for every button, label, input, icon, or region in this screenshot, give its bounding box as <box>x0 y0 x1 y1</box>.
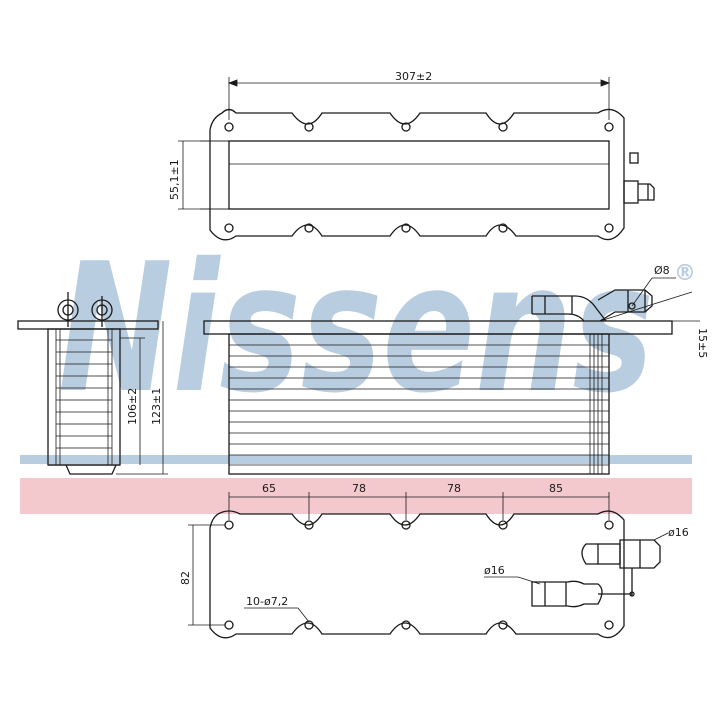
watermark-band <box>20 478 692 514</box>
hole-spacing-label: 85 <box>549 482 563 495</box>
bottom-view-holes <box>224 520 614 630</box>
hole-spacing-label: 78 <box>447 482 461 495</box>
side-view: 106±2 123±1 <box>17 292 168 475</box>
side-view-fins <box>55 329 113 465</box>
top-height-label: 55,1±1 <box>168 159 181 200</box>
watermark-stripe <box>20 455 692 464</box>
hole-spacing-label: 78 <box>352 482 366 495</box>
bottom-height-label: 82 <box>179 571 192 585</box>
pipe-leaders <box>484 532 669 585</box>
top-view-core <box>228 140 610 210</box>
top-height-dimension <box>178 140 229 210</box>
hole-spacing-label: 65 <box>262 482 276 495</box>
pipe-diameter-left-label: ø16 <box>484 564 505 577</box>
connector-diameter-label: Ø8 <box>654 264 670 277</box>
connector-diameter-leader <box>599 277 700 322</box>
overall-length-label: 307±2 <box>395 70 432 83</box>
watermark-registered-mark: ® <box>674 261 696 286</box>
front-view-tubes <box>229 344 609 466</box>
overall-length-dimension <box>227 77 611 120</box>
holes-label: 10-ø7,2 <box>246 595 288 608</box>
side-height-dimensions <box>116 321 168 475</box>
top-view-outline <box>209 108 625 241</box>
pipe-diameter-right-label: ø16 <box>668 526 689 539</box>
side-view-connectors <box>57 292 113 327</box>
side-view-base-lip <box>65 464 117 475</box>
top-view-connector <box>623 152 655 204</box>
side-total-height-label: 123±1 <box>150 388 163 425</box>
hole-spacing-dimension <box>228 492 610 520</box>
side-core-height-label: 106±2 <box>126 388 139 425</box>
bottom-view-pipes <box>531 539 661 608</box>
front-view-fin-ends <box>589 334 603 474</box>
holes-leader <box>244 607 310 623</box>
bottom-view-outline <box>209 510 625 639</box>
watermark: Nissens ® <box>20 225 696 514</box>
bottom-view: 65 78 78 85 82 10-ø7,2 ø16 <box>179 482 689 639</box>
top-view: 307±2 55,1±1 <box>168 70 655 241</box>
front-view-core <box>228 333 610 475</box>
top-view-holes <box>224 122 614 233</box>
front-view: Ø8 15±5 <box>203 264 709 475</box>
connector-offset-label: 15±5 <box>696 328 709 358</box>
bottom-height-dimension <box>188 524 225 626</box>
front-view-connector <box>531 289 653 322</box>
